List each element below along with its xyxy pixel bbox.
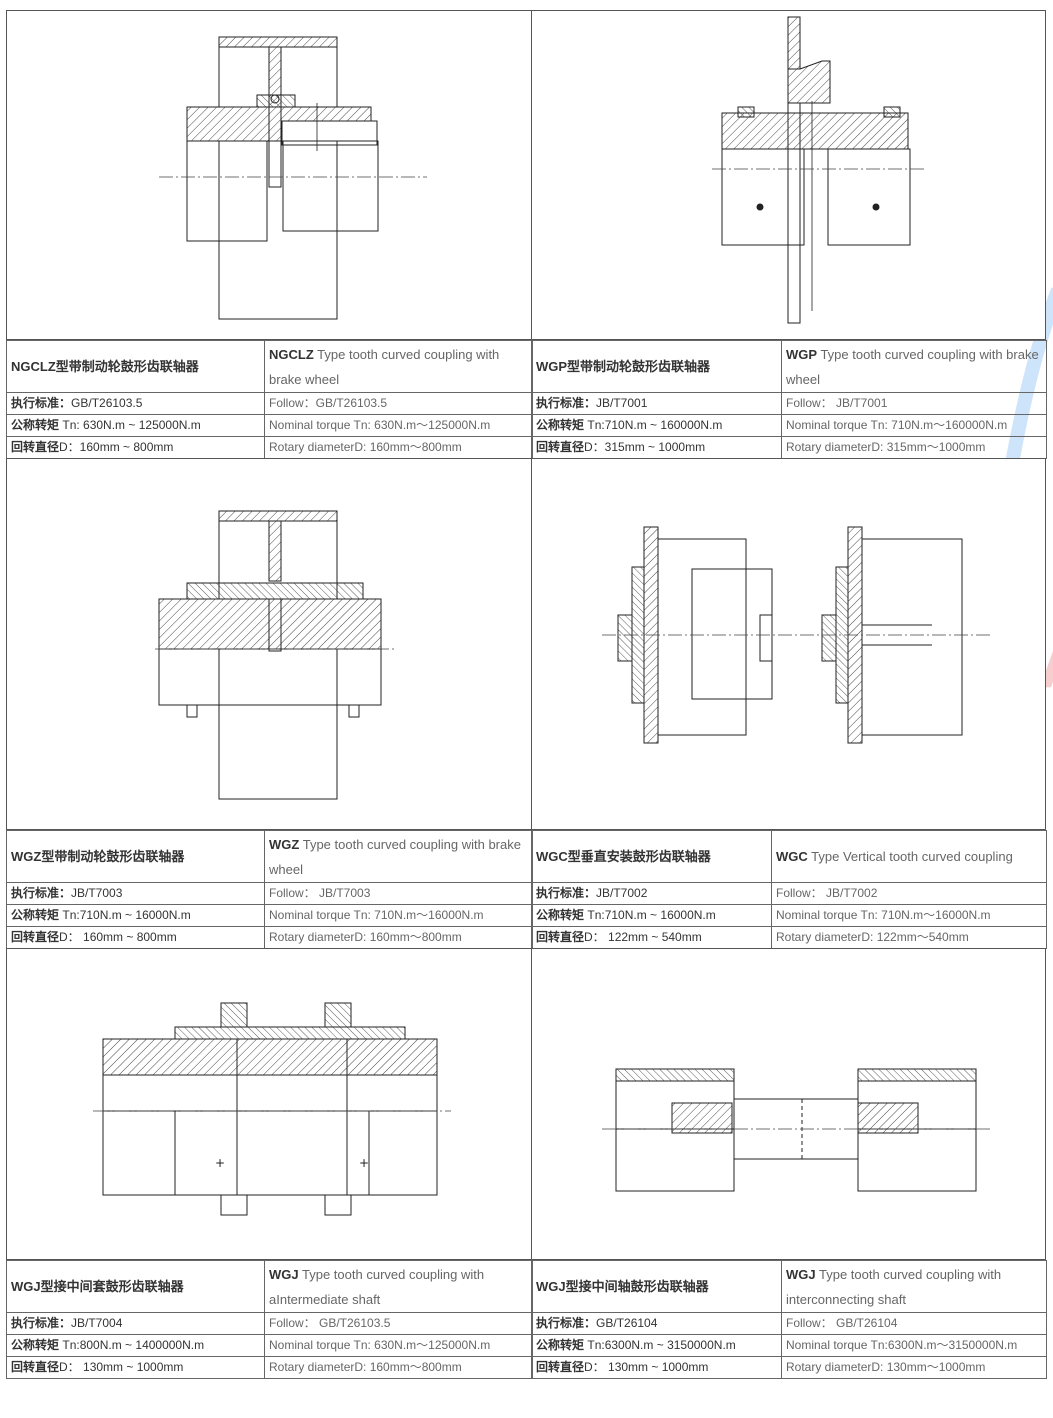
spec-table-wgz: WGZ型带制动轮鼓形齿联轴器 WGZ Type tooth curved cou… — [6, 830, 533, 949]
product-name-zh: WGZ型带制动轮鼓形齿联轴器 — [6, 830, 265, 883]
svg-text:+: + — [359, 1156, 369, 1170]
diameter-en: Rotary diameterD: 160mm～800mm — [264, 926, 533, 949]
product-name-en: WGZ Type tooth curved coupling with brak… — [264, 830, 533, 883]
standard-en: Follow： JB/T7002 — [771, 882, 1047, 905]
torque-en: Nominal torque Tn: 630N.m～125000N.m — [264, 1334, 533, 1357]
wgz-cross-section — [155, 510, 397, 800]
product-name-zh: NGCLZ型带制动轮鼓形齿联轴器 — [6, 340, 265, 393]
torque-zh: 公称转矩 Tn:800N.m ~ 1400000N.m — [6, 1334, 265, 1357]
diameter-en: Rotary diameterD: 315mm～1000mm — [781, 436, 1047, 459]
torque-zh: 公称转矩 Tn:710N.m ~ 160000N.m — [531, 414, 782, 437]
diameter-zh: 回转直径D：160mm ~ 800mm — [6, 436, 265, 459]
product-name-en: WGC Type Vertical tooth curved coupling — [771, 830, 1047, 883]
diameter-zh: 回转直径D： 130mm ~ 1000mm — [6, 1356, 265, 1379]
torque-zh: 公称转矩 Tn:710N.m ~ 16000N.m — [6, 904, 265, 927]
drawing-wgj-sleeve: + + — [6, 948, 532, 1260]
wgp-cross-section — [712, 16, 924, 324]
product-name-zh: WGJ型接中间套鼓形齿联轴器 — [6, 1260, 265, 1313]
product-name-en: WGP Type tooth curved coupling with brak… — [781, 340, 1047, 393]
torque-zh: 公称转矩 Tn:710N.m ~ 16000N.m — [531, 904, 772, 927]
spec-table-wgj-shaft: WGJ型接中间轴鼓形齿联轴器 WGJ Type tooth curved cou… — [531, 1260, 1047, 1379]
wgj-sleeve-cross-section: + + — [93, 1002, 451, 1216]
product-name-zh: WGC型垂直安装鼓形齿联轴器 — [531, 830, 772, 883]
standard-zh: 执行标准：GB/T26104 — [531, 1312, 782, 1335]
standard-zh: 执行标准：GB/T26103.5 — [6, 392, 265, 415]
diameter-en: Rotary diameterD: 160mm～800mm — [264, 1356, 533, 1379]
diameter-zh: 回转直径D：315mm ~ 1000mm — [531, 436, 782, 459]
standard-en: Follow： JB/T7003 — [264, 882, 533, 905]
torque-en: Nominal torque Tn: 710N.m～16000N.m — [771, 904, 1047, 927]
torque-en: Nominal torque Tn: 630N.m～125000N.m — [264, 414, 533, 437]
svg-text:+: + — [215, 1156, 225, 1170]
standard-zh: 执行标准：JB/T7003 — [6, 882, 265, 905]
product-name-en: NGCLZ Type tooth curved coupling with br… — [264, 340, 533, 393]
diameter-zh: 回转直径D： 160mm ~ 800mm — [6, 926, 265, 949]
standard-en: Follow：GB/T26103.5 — [264, 392, 533, 415]
spec-table-wgj-sleeve: WGJ型接中间套鼓形齿联轴器 WGJ Type tooth curved cou… — [6, 1260, 533, 1379]
product-name-en: WGJ Type tooth curved coupling with aInt… — [264, 1260, 533, 1313]
drawing-wgc — [531, 458, 1046, 830]
standard-zh: 执行标准：JB/T7004 — [6, 1312, 265, 1335]
torque-zh: 公称转矩 Tn: 630N.m ~ 125000N.m — [6, 414, 265, 437]
torque-en: Nominal torque Tn: 710N.m～160000N.m — [781, 414, 1047, 437]
standard-en: Follow： JB/T7001 — [781, 392, 1047, 415]
wgj-shaft-cross-section — [602, 1068, 992, 1192]
diameter-en: Rotary diameterD: 122mm～540mm — [771, 926, 1047, 949]
drawing-wgz — [6, 458, 532, 830]
standard-en: Follow： GB/T26104 — [781, 1312, 1047, 1335]
diameter-zh: 回转直径D： 130mm ~ 1000mm — [531, 1356, 782, 1379]
spec-table-ngclz: NGCLZ型带制动轮鼓形齿联轴器 NGCLZ Type tooth curved… — [6, 340, 533, 459]
drawing-ngclz — [6, 10, 532, 340]
torque-en: Nominal torque Tn:6300N.m～3150000N.m — [781, 1334, 1047, 1357]
drawing-wgp — [531, 10, 1046, 340]
standard-en: Follow： GB/T26103.5 — [264, 1312, 533, 1335]
diameter-en: Rotary diameterD: 130mm～1000mm — [781, 1356, 1047, 1379]
wgc-cross-section — [602, 526, 992, 744]
product-name-zh: WGP型带制动轮鼓形齿联轴器 — [531, 340, 782, 393]
torque-en: Nominal torque Tn: 710N.m～16000N.m — [264, 904, 533, 927]
product-sheet: NGCLZ型带制动轮鼓形齿联轴器 NGCLZ Type tooth curved… — [6, 10, 1047, 1388]
spec-table-wgp: WGP型带制动轮鼓形齿联轴器 WGP Type tooth curved cou… — [531, 340, 1047, 459]
standard-zh: 执行标准：JB/T7002 — [531, 882, 772, 905]
drawing-wgj-shaft — [531, 948, 1046, 1260]
spec-table-wgc: WGC型垂直安装鼓形齿联轴器 WGC Type Vertical tooth c… — [531, 830, 1047, 949]
ngclz-cross-section — [159, 36, 427, 320]
torque-zh: 公称转矩 Tn:6300N.m ~ 3150000N.m — [531, 1334, 782, 1357]
diameter-zh: 回转直径D： 122mm ~ 540mm — [531, 926, 772, 949]
standard-zh: 执行标准：JB/T7001 — [531, 392, 782, 415]
product-name-en: WGJ Type tooth curved coupling with inte… — [781, 1260, 1047, 1313]
product-name-zh: WGJ型接中间轴鼓形齿联轴器 — [531, 1260, 782, 1313]
diameter-en: Rotary diameterD: 160mm～800mm — [264, 436, 533, 459]
